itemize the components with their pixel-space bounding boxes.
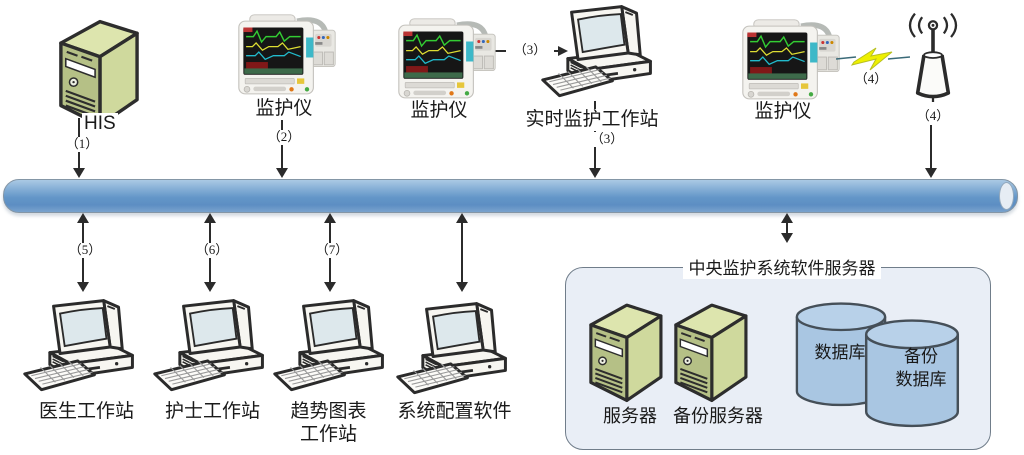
connector-4v-arrowhead <box>925 168 937 178</box>
connection-4-wireless-label: （4） <box>854 71 888 86</box>
his-server-tower-icon <box>48 4 148 129</box>
connector-5-arrowhead-up <box>77 213 89 223</box>
monitor-wireless-label: 监护仪 <box>730 101 836 123</box>
central-server-box-title: 中央监护系统软件服务器 <box>683 254 881 279</box>
patient-monitor-icon <box>237 12 337 103</box>
connector-3v-arrowhead <box>589 168 601 178</box>
doctor-workstation-computer-icon <box>22 295 138 399</box>
backup-server-tower-icon <box>665 289 755 404</box>
database-label: 数据库 <box>814 343 866 362</box>
connector-5-arrowhead-down <box>77 282 89 292</box>
doctor-workstation-label: 医生工作站 <box>27 401 146 423</box>
realtime-workstation-label: 实时监护工作站 <box>516 109 668 131</box>
connector-config-arrowhead-up <box>456 213 468 223</box>
nurse-workstation-computer-icon <box>152 295 268 399</box>
monitor-mid-label: 监护仪 <box>386 100 492 122</box>
connection-4v-label: （4） <box>909 108 957 124</box>
bus-end-cap <box>999 182 1014 210</box>
patient-monitor-icon <box>741 17 841 108</box>
connector-config-arrowhead-down <box>456 282 468 292</box>
trend-workstation-label-line2: 工作站 <box>269 424 388 446</box>
realtime-workstation-computer-icon <box>540 1 656 105</box>
connector-config-line <box>461 221 463 284</box>
lightning-bolt-icon <box>836 47 910 71</box>
connection-3v-label: （3） <box>583 131 631 147</box>
his-label: HIS <box>82 113 118 135</box>
connector-serverbox-arrowhead-down <box>781 233 793 243</box>
connector-6-arrowhead-down <box>204 282 216 292</box>
trend-workstation-computer-icon <box>272 295 388 399</box>
connector-3h-arrowhead <box>558 46 568 56</box>
network-bus <box>3 179 1018 213</box>
trend-workstation-label-line1: 趋势图表 <box>269 401 388 423</box>
connection-3h-label: （3） <box>506 42 554 58</box>
server-tower-icon <box>580 289 670 404</box>
connector-serverbox-line <box>786 220 788 235</box>
connection-7-label: （7） <box>308 242 356 258</box>
connector-6-arrowhead-up <box>204 213 216 223</box>
config-software-label: 系统配置软件 <box>394 401 515 423</box>
config-software-computer-icon <box>395 298 511 402</box>
backup-database-label-line1: 备份 <box>904 347 938 366</box>
monitor-top-label: 监护仪 <box>231 98 337 120</box>
connection-1-label: （1） <box>57 136 107 152</box>
wireless-antenna-icon <box>904 10 962 102</box>
nurse-workstation-label: 护士工作站 <box>153 401 272 423</box>
connection-5-label: （5） <box>61 242 109 258</box>
connector-4v-line <box>930 125 932 169</box>
connector-1-arrowhead <box>73 168 85 178</box>
connector-2-arrowhead <box>276 168 288 178</box>
connection-6-label: （6） <box>188 242 236 258</box>
backup-server-label: 备份服务器 <box>673 406 763 426</box>
connector-serverbox-arrowhead-up <box>781 213 793 223</box>
connector-7-arrowhead-down <box>324 282 336 292</box>
patient-monitor-icon <box>397 16 497 107</box>
connection-2-label: （2） <box>260 129 308 145</box>
backup-database-label-line2: 数据库 <box>895 370 947 389</box>
connector-7-arrowhead-up <box>324 213 336 223</box>
server-label: 服务器 <box>603 406 657 426</box>
